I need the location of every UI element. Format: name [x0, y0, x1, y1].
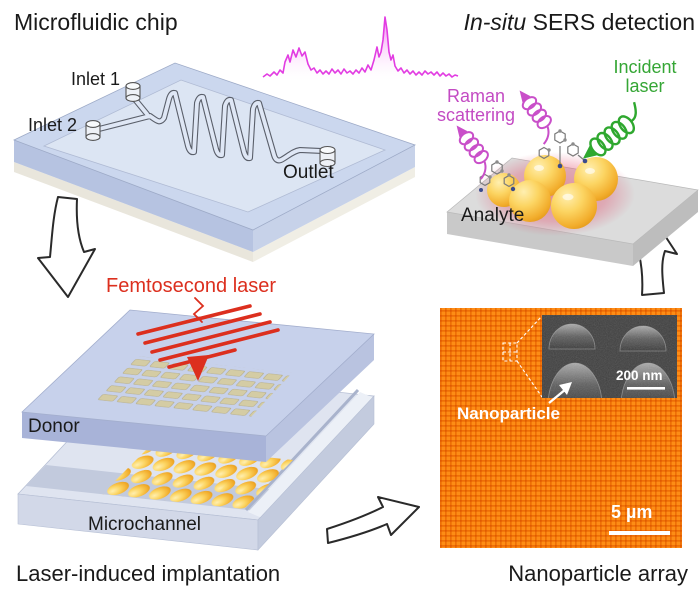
- inlet2-label: Inlet 2: [28, 115, 78, 135]
- raman-spectrum-icon: [262, 16, 459, 82]
- afm-scale-label: 5 µm: [611, 502, 653, 522]
- microfluidic-chip-illustration: [12, 62, 417, 262]
- femtosecond-laser-label: Femtosecond laser: [106, 275, 277, 297]
- implanted-gold-spheres: [102, 445, 293, 509]
- implantation-illustration: [17, 297, 375, 551]
- outlet-label: Outlet: [283, 162, 334, 183]
- sem-scale-label: 200 nm: [616, 368, 663, 383]
- section-title-sers-detection: In-situ SERS detection: [423, 10, 695, 34]
- inlet2-port: [85, 120, 101, 141]
- sers-title-italic-part: In-situ: [463, 9, 527, 35]
- incident-laser-beam-icon: [582, 101, 637, 159]
- raman-scattering-arrow-icon: [519, 90, 552, 145]
- section-title-laser-implantation: Laser-induced implantation: [16, 561, 281, 586]
- donor-pad-array: [95, 356, 292, 418]
- analyte-label: Analyte: [461, 205, 525, 226]
- flow-arrow-right-icon: [326, 496, 420, 544]
- donor-label: Donor: [28, 416, 80, 437]
- sem-inset-image: [542, 315, 677, 398]
- sem-scale-bar: [627, 387, 665, 390]
- inlet1-port: [125, 82, 141, 102]
- gold-nanospheres: [487, 155, 618, 229]
- nanoparticle-label: Nanoparticle: [457, 404, 560, 423]
- afm-scale-bar: [609, 531, 670, 535]
- zoom-region-outline: [502, 315, 543, 398]
- raman-label-line1: Raman: [446, 86, 506, 106]
- outlet-port: [319, 145, 336, 168]
- sers-title-rest-part: SERS detection: [526, 9, 695, 35]
- nanoparticle-afm-image: [440, 308, 682, 548]
- sers-platform-illustration: [446, 90, 699, 266]
- inlet1-label: Inlet 1: [71, 69, 121, 89]
- raman-label-line2: scattering: [436, 105, 516, 125]
- microchannel-label: Microchannel: [88, 514, 201, 535]
- section-title-microfluidic-chip: Microfluidic chip: [14, 9, 178, 35]
- section-title-nanoparticle-array: Nanoparticle array: [508, 561, 688, 586]
- nanoparticle-pointer-arrow-icon: [548, 382, 572, 404]
- analyte-molecules: [479, 129, 588, 192]
- incident-label-line1: Incident: [613, 57, 677, 77]
- flow-arrow-down-icon: [37, 196, 96, 298]
- femtosecond-laser-beam-icon: [136, 297, 280, 381]
- incident-label-line2: laser: [625, 76, 665, 96]
- raman-scattering-arrow-icon: [456, 125, 489, 180]
